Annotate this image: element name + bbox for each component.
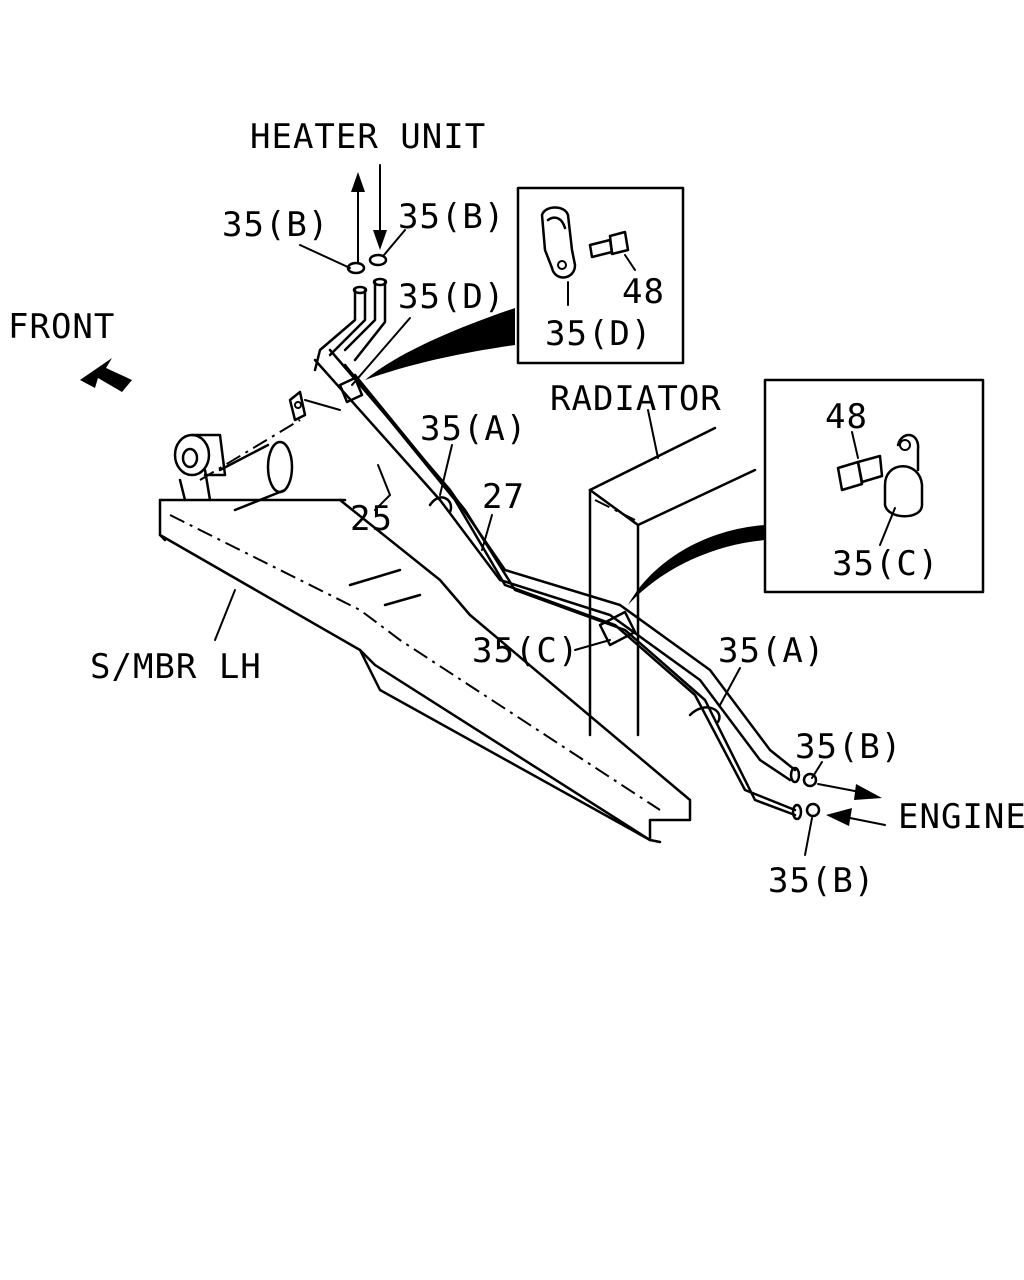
- label-inset-c-clamp: 35(C): [832, 544, 939, 584]
- callout-wedge-c: [628, 525, 765, 605]
- label-clamp-a-upper: 35(A): [420, 409, 527, 449]
- inset-clamp-c: [763, 378, 985, 594]
- label-clamp-b-top-left: 35(B): [222, 205, 329, 245]
- radiator: [588, 409, 757, 737]
- label-clamp-d-main: 35(D): [398, 277, 505, 317]
- label-side-member: S/MBR LH: [90, 647, 262, 687]
- heater-hoses: [313, 253, 821, 821]
- side-member: [158, 390, 692, 844]
- callout-wedge-d: [365, 308, 515, 380]
- label-clamp-c-main: 35(C): [472, 631, 579, 671]
- inset-clamp-d: [516, 186, 685, 365]
- label-radiator: RADIATOR: [550, 379, 722, 419]
- label-clamp-b-top-right: 35(B): [398, 197, 505, 237]
- label-inset-d-clamp: 35(D): [545, 314, 652, 354]
- label-hose-27: 27: [482, 477, 525, 517]
- label-clamp-b-engine-bottom: 35(B): [768, 861, 875, 901]
- label-heater-unit: HEATER UNIT: [250, 117, 486, 157]
- label-hose-25: 25: [350, 499, 393, 539]
- label-engine: ENGINE: [898, 797, 1024, 837]
- label-inset-c-bolt: 48: [825, 397, 868, 437]
- arrow-down-icon: [373, 164, 387, 250]
- arrow-right-icon: [817, 783, 882, 800]
- arrow-up-left-icon: [80, 358, 132, 392]
- label-inset-d-bolt: 48: [622, 272, 665, 312]
- leader-lines: [214, 229, 823, 856]
- arrow-left-icon: [826, 808, 886, 826]
- label-clamp-a-lower: 35(A): [718, 631, 825, 671]
- arrow-up-icon: [351, 172, 365, 263]
- label-clamp-b-engine-top: 35(B): [795, 727, 902, 767]
- label-front: FRONT: [8, 307, 115, 347]
